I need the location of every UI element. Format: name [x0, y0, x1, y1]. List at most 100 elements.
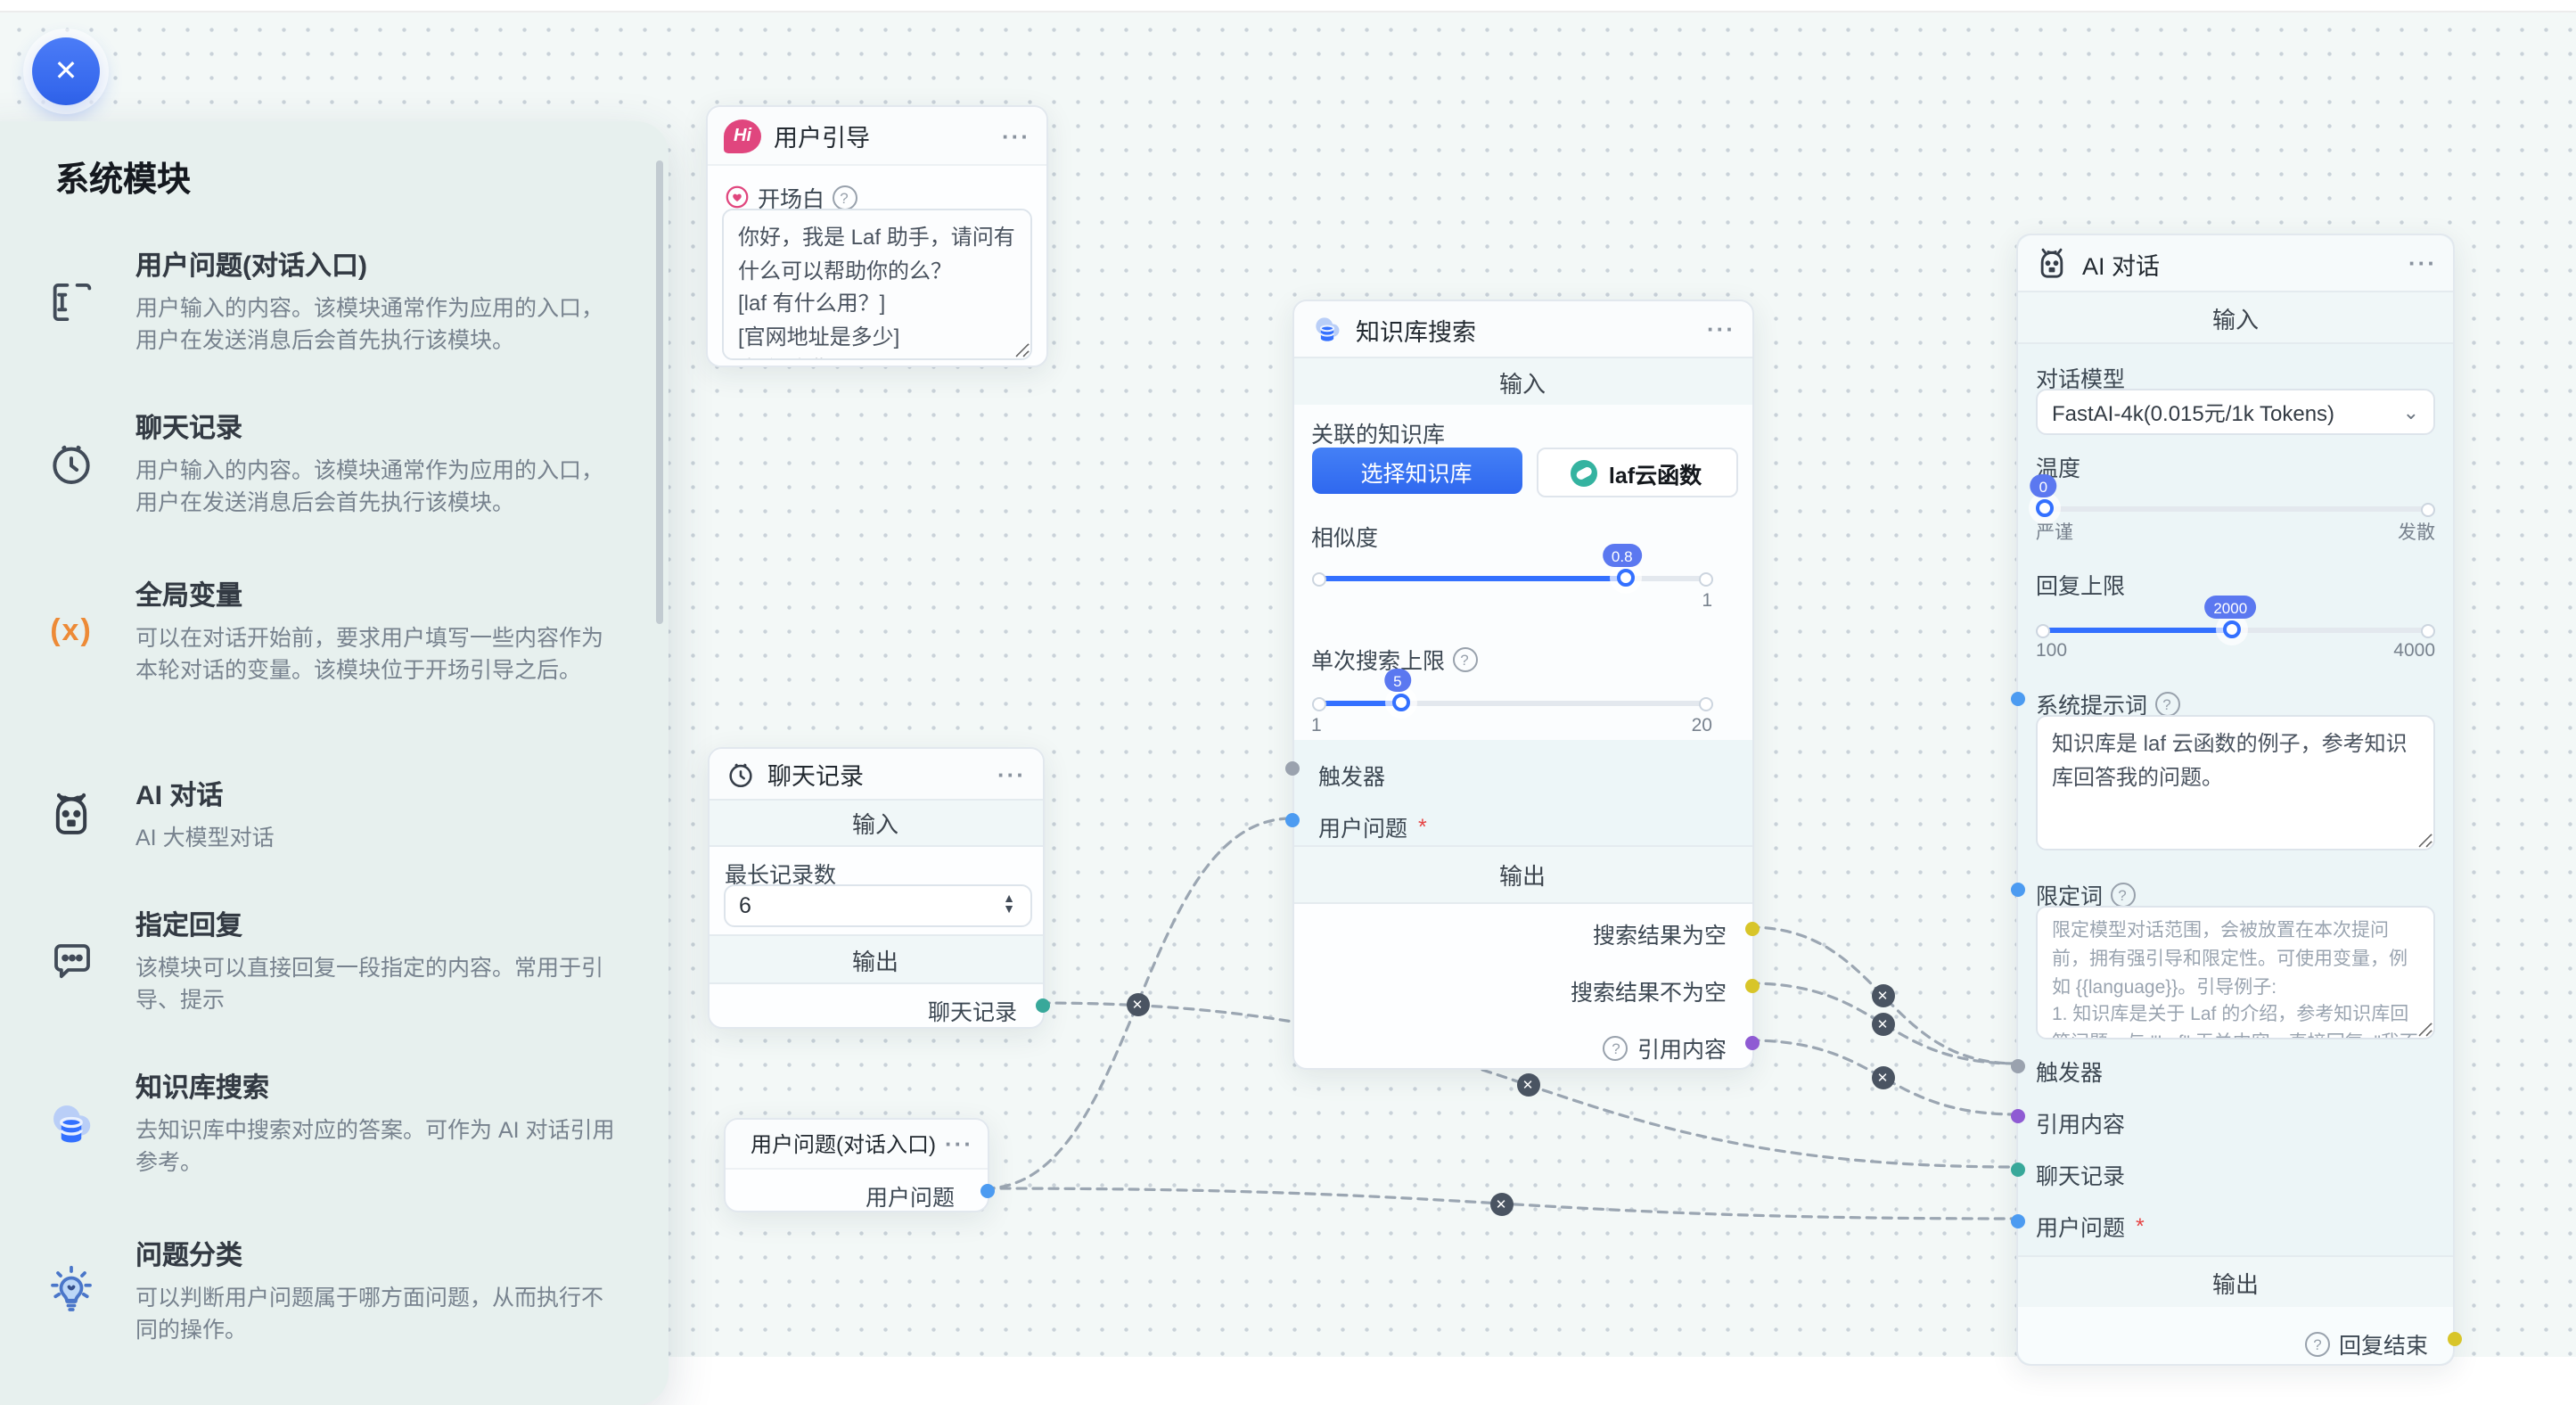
system-prompt-handle[interactable]	[2010, 692, 2024, 706]
sidebar-item-question-classify[interactable]: 问题分类 可以判断用户问题属于哪方面问题，从而执行不同的操作。	[32, 1236, 620, 1347]
stepper-down-icon[interactable]: ▼	[1003, 904, 1015, 916]
sidebar-title: 系统模块	[55, 162, 192, 200]
node-menu-icon[interactable]: ···	[1002, 122, 1030, 149]
history-label: 聊天记录	[2036, 1164, 2126, 1189]
chat-bubble-dots-icon	[32, 937, 111, 985]
question-label: 用户问题	[2036, 1216, 2126, 1241]
similarity-value-badge: 0.8	[1602, 544, 1642, 567]
edge-delete-button[interactable]: ✕	[1126, 992, 1149, 1015]
sidebar-item-kb-search[interactable]: 知识库搜索 去知识库中搜索对应的答案。可作为 AI 对话引用参考。	[32, 1068, 620, 1179]
sidebar-item-chat-history[interactable]: 聊天记录 用户输入的内容。该模块通常作为应用的入口，用户在发送消息后会首先执行该…	[32, 408, 620, 520]
node-title: AI 对话	[2082, 252, 2161, 279]
sidebar-item-desc: AI 大模型对话	[135, 826, 275, 850]
quote-input-handle[interactable]	[2010, 1109, 2024, 1123]
module-sidebar: 系统模块 用户问题(对话入口) 用户输入的内容。该模块通常作为应用的入口，用户在…	[0, 121, 669, 1405]
out-quote-label: 引用内容	[1637, 1038, 1727, 1063]
sidebar-item-label: 问题分类	[135, 1241, 243, 1271]
question-out-handle[interactable]	[980, 1183, 995, 1197]
help-icon[interactable]: ?	[1603, 1035, 1628, 1060]
edge-delete-button[interactable]: ✕	[1871, 983, 1894, 1007]
history-out-handle[interactable]	[1036, 998, 1050, 1012]
hi-bubble-icon: Hi	[724, 119, 761, 152]
node-menu-icon[interactable]: ···	[1707, 316, 1735, 342]
edge-delete-button[interactable]: ✕	[1871, 1012, 1894, 1035]
limit-word-handle[interactable]	[2010, 883, 2024, 897]
node-user-question[interactable]: 用户问题(对话入口) ··· 用户问题	[724, 1117, 995, 1212]
sidebar-item-global-variable[interactable]: (x) 全局变量 可以在对话开始前，要求用户填写一些内容作为本轮对话的变量。该模…	[32, 576, 620, 687]
node-title: 聊天记录	[767, 763, 864, 790]
trigger-input-handle[interactable]	[2010, 1058, 2024, 1072]
output-section-header: 输出	[1293, 845, 1752, 904]
knowledge-base-icon	[32, 1097, 111, 1150]
limit-min-label: 1	[1311, 715, 1322, 736]
node-kb-search[interactable]: 知识库搜索 ··· 输入 关联的知识库 选择知识库 laf云函数 相似度 0.8…	[1285, 300, 1760, 1070]
edge-delete-button[interactable]: ✕	[1516, 1073, 1539, 1097]
system-prompt-label: 系统提示词	[2036, 694, 2148, 719]
out-quote-handle[interactable]	[1745, 1035, 1760, 1049]
reply-done-handle[interactable]	[2447, 1331, 2461, 1345]
node-menu-icon[interactable]: ···	[945, 1130, 973, 1156]
out-empty-label: 搜索结果为空	[1592, 924, 1727, 949]
trigger-label: 触发器	[2036, 1061, 2104, 1086]
help-icon[interactable]: ?	[832, 185, 857, 210]
help-icon[interactable]: ?	[2154, 691, 2180, 716]
sidebar-item-desc: 用户输入的内容。该模块通常作为应用的入口，用户在发送消息后会首先执行该模块。	[135, 296, 604, 354]
limit-max-label: 20	[1691, 715, 1712, 736]
reply-limit-label: 回复上限	[2036, 574, 2126, 599]
close-icon: ✕	[1495, 1195, 1507, 1212]
sidebar-item-desc: 用户输入的内容。该模块通常作为应用的入口，用户在发送消息后会首先执行该模块。	[135, 458, 604, 516]
node-menu-icon[interactable]: ···	[2408, 250, 2437, 276]
text-cursor-icon	[32, 277, 111, 325]
question-input-handle[interactable]	[1285, 813, 1300, 827]
stepper-up-icon[interactable]: ▲	[1003, 893, 1015, 906]
robot-icon	[32, 790, 111, 840]
similarity-slider[interactable]: 0.8 1	[1311, 544, 1712, 612]
input-section-header: 输入	[2018, 291, 2453, 344]
kb-label: 关联的知识库	[1311, 423, 1446, 448]
chevron-down-icon: ⌄	[2402, 402, 2419, 423]
help-icon[interactable]: ?	[2304, 1331, 2330, 1356]
close-editor-button[interactable]: ✕	[32, 37, 100, 105]
edge-delete-button[interactable]: ✕	[1871, 1065, 1894, 1089]
sidebar-item-fixed-reply[interactable]: 指定回复 该模块可以直接回复一段指定的内容。常用于引导、提示	[32, 906, 620, 1017]
sidebar-item-ai-chat[interactable]: AI 对话 AI 大模型对话	[32, 776, 620, 854]
opening-textarea[interactable]: 你好，我是 Laf 助手，请问有什么可以帮助你的么？ [laf 有什么用？] […	[722, 209, 1032, 360]
history-input-handle[interactable]	[2010, 1162, 2024, 1176]
edge-delete-button[interactable]: ✕	[1489, 1192, 1513, 1215]
temperature-slider[interactable]: 0 严谨 发散	[2030, 474, 2435, 544]
select-kb-button[interactable]: 选择知识库	[1311, 448, 1522, 494]
close-icon: ✕	[53, 57, 78, 87]
reply-done-label: 回复结束	[2338, 1334, 2428, 1359]
out-not-empty-handle[interactable]	[1745, 978, 1760, 992]
question-input-handle[interactable]	[2010, 1213, 2024, 1228]
limit-slider[interactable]: 5 1 20	[1311, 669, 1712, 736]
model-select[interactable]: FastAI-4k(0.015元/1k Tokens) ⌄	[2036, 389, 2435, 435]
node-user-guide[interactable]: Hi 用户引导 ··· 开场白 ? 你好，我是 Laf 助手，请问有什么可以帮助…	[706, 105, 1048, 367]
reply-limit-max-label: 4000	[2393, 640, 2435, 661]
node-ai-chat[interactable]: AI 对话 ··· 输入 对话模型 FastAI-4k(0.015元/1k To…	[2010, 234, 2461, 1366]
help-icon[interactable]: ?	[1452, 646, 1478, 671]
node-title: 知识库搜索	[1356, 318, 1476, 345]
reply-limit-slider[interactable]: 2000 100 4000	[2036, 596, 2435, 661]
sidebar-item-user-question[interactable]: 用户问题(对话入口) 用户输入的内容。该模块通常作为应用的入口，用户在发送消息后…	[32, 246, 620, 357]
node-menu-icon[interactable]: ···	[997, 760, 1026, 787]
sidebar-item-label: 知识库搜索	[135, 1073, 270, 1104]
reply-limit-value-badge: 2000	[2204, 596, 2257, 619]
sidebar-item-label: 指定回复	[135, 911, 243, 941]
node-title: 用户引导	[774, 125, 870, 152]
laf-icon	[1571, 459, 1598, 486]
top-strip	[0, 0, 2576, 12]
limit-word-textarea[interactable]	[2036, 906, 2435, 1039]
help-icon[interactable]: ?	[2110, 882, 2136, 907]
model-label: 对话模型	[2036, 367, 2126, 392]
quote-label: 引用内容	[2036, 1112, 2126, 1137]
sidebar-scrollbar[interactable]	[656, 160, 663, 624]
kb-chip-button[interactable]: laf云函数	[1536, 448, 1737, 497]
trigger-input-handle[interactable]	[1285, 761, 1300, 776]
sidebar-item-label: AI 对话	[135, 781, 224, 811]
system-prompt-textarea[interactable]: 知识库是 laf 云函数的例子，参考知识库回答我的问题。	[2036, 715, 2435, 850]
max-records-input[interactable]: 6 ▲ ▼	[723, 884, 1031, 927]
out-empty-handle[interactable]	[1745, 922, 1760, 936]
node-chat-history[interactable]: 聊天记录 ··· 输入 最长记录数 6 ▲ ▼ 输出 聊天记录	[707, 747, 1050, 1029]
